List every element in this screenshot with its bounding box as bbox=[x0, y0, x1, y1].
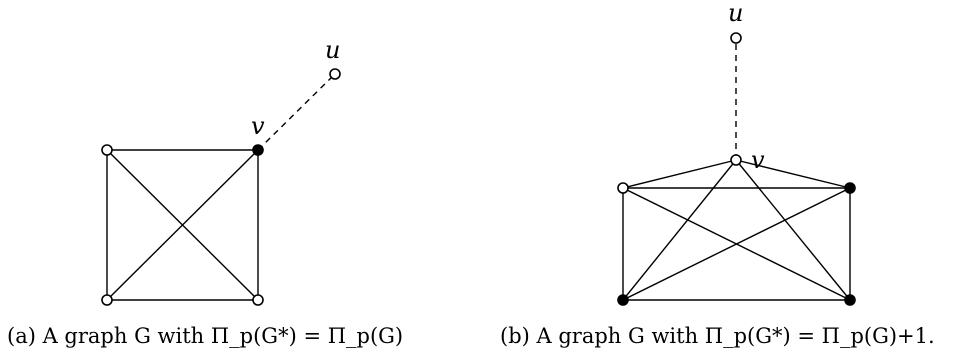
graph-b-node-br bbox=[844, 294, 856, 306]
caption-a: (a) A graph G with Π_p(G*) = Π_p(G) bbox=[7, 324, 403, 348]
graph-a-node-br bbox=[252, 294, 264, 306]
graph-a-edge-v-u bbox=[257, 73, 336, 151]
graph-b-node-bl bbox=[617, 294, 629, 306]
graph-b-node-mr bbox=[844, 182, 856, 194]
graph-a bbox=[101, 68, 341, 306]
graph-a-node-v bbox=[252, 144, 264, 156]
graph-b-label-v: v bbox=[751, 146, 765, 174]
graph-a-node-bl bbox=[101, 294, 113, 306]
graph-b-edge-v-mr bbox=[735, 159, 851, 189]
graph-b-node-u bbox=[730, 32, 742, 44]
graph-a-edge-v-bl bbox=[106, 149, 259, 301]
graph-a-node-u bbox=[329, 68, 341, 80]
graph-b bbox=[617, 32, 856, 306]
graph-b-edge-v-bl bbox=[622, 159, 737, 301]
graph-b-edge-mr-bl bbox=[622, 187, 851, 301]
graph-b-node-ml bbox=[617, 182, 629, 194]
graph-a-node-tl bbox=[101, 144, 113, 156]
graph-a-label-v: v bbox=[251, 112, 265, 140]
graph-b-node-v bbox=[730, 154, 742, 166]
caption-b: (b) A graph G with Π_p(G*) = Π_p(G)+1. bbox=[500, 324, 935, 348]
graph-b-label-u: u bbox=[728, 0, 743, 27]
graph-b-edge-v-ml bbox=[622, 159, 737, 189]
graph-b-edge-v-br bbox=[735, 159, 851, 301]
graph-a-label-u: u bbox=[325, 36, 340, 64]
